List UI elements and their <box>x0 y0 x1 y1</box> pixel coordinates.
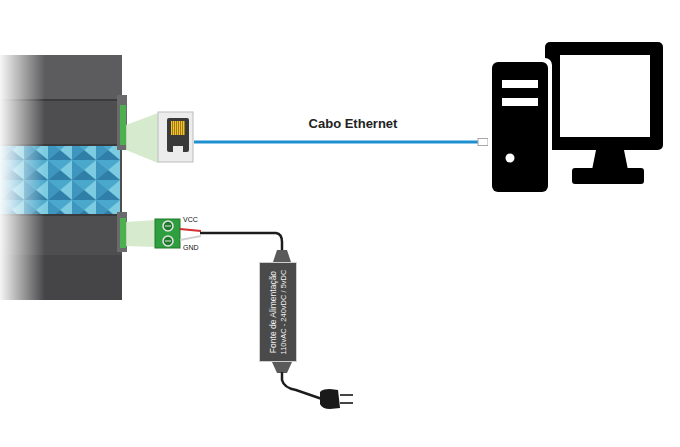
pin-name: GND <box>183 244 199 251</box>
port-projection <box>126 113 158 163</box>
power-cable <box>200 233 282 251</box>
rotated-text-holder: Fonte de Alimentação110vAC - 240vDC / 5v… <box>260 263 296 361</box>
rj45-port <box>158 112 193 162</box>
power-supply-box: Fonte de Alimentação110vAC - 240vDC / 5v… <box>259 262 297 362</box>
power-plug <box>320 389 353 409</box>
computer-icon <box>488 42 663 196</box>
pin-name: VCC <box>183 216 198 223</box>
vcc-wire <box>180 229 201 231</box>
device-housing <box>0 55 127 300</box>
node-title: Fonte de Alimentação <box>268 271 279 353</box>
ethernet-cable <box>194 141 478 144</box>
rj45-plug <box>478 139 488 146</box>
power-cable <box>282 372 322 399</box>
port-projection <box>126 220 155 247</box>
node-rating: 110vAC - 240vDC / 5vDC <box>279 270 288 355</box>
terminal-block <box>155 219 180 248</box>
strain-relief <box>273 250 291 262</box>
strain-relief <box>272 362 292 373</box>
cable-label: Cabo Ethernet <box>309 116 398 131</box>
gnd-wire <box>180 236 201 240</box>
